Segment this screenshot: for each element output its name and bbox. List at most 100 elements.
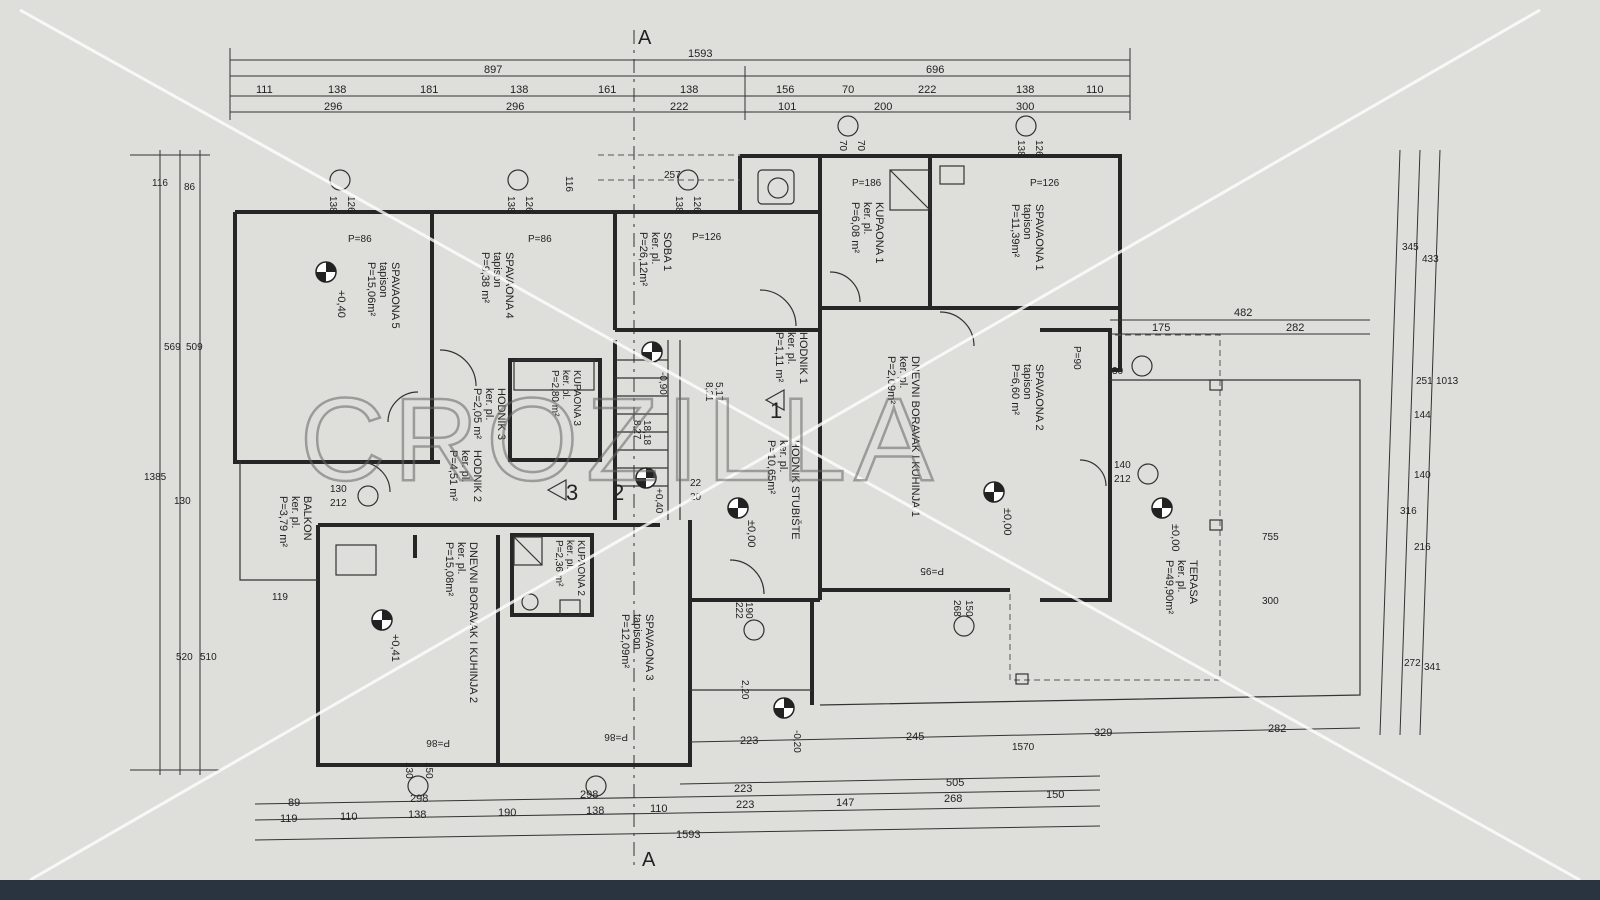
dim-label: 161 xyxy=(598,84,616,96)
dim-label: 282 xyxy=(1268,723,1286,735)
dim-label: 110 xyxy=(340,811,358,823)
dim-label: 341 xyxy=(1424,662,1441,673)
top-dimensions: 1593 897 696 111 138 181 138 161 138 156… xyxy=(229,48,1131,120)
dim-label: 1385 xyxy=(144,472,167,483)
dim-label: 282 xyxy=(1286,322,1304,334)
dim-label: 223 xyxy=(734,783,752,795)
walls xyxy=(233,154,1361,767)
section-mark-bottom: A xyxy=(642,849,656,871)
room-label: SPAVAONA 5 tapison P=15,06m² xyxy=(365,262,401,329)
dim-label: 268 xyxy=(944,793,962,805)
dim-label: 298 xyxy=(580,789,598,801)
svg-text:SPAVAONA 1: SPAVAONA 1 xyxy=(1033,204,1045,271)
svg-text:P=6,60 m²: P=6,60 m² xyxy=(1009,364,1021,415)
stair-level: +0,40 xyxy=(653,488,664,514)
stair-number: 2 xyxy=(612,480,624,505)
room-label: DNEVNI BORAVAK I KUHINJA 2 ker. pl. P=15… xyxy=(443,542,479,703)
svg-text:P=11,39m²: P=11,39m² xyxy=(1009,204,1021,258)
misc-label: 30 xyxy=(1112,366,1124,377)
svg-text:TERASA: TERASA xyxy=(1187,560,1199,605)
shower-icon xyxy=(513,359,595,391)
window-size: 70 xyxy=(837,140,848,152)
opening-label: P=86 xyxy=(348,234,372,245)
svg-text:P=4,51 m²: P=4,51 m² xyxy=(447,450,459,501)
window-size: 126 xyxy=(345,196,356,213)
svg-text:ker. pl.: ker. pl. xyxy=(1175,560,1187,592)
dim-top-right: 696 xyxy=(926,64,944,76)
svg-text:ker. pl.: ker. pl. xyxy=(861,202,873,234)
dim-label: 296 xyxy=(324,101,342,113)
watermark-text: CROZILLA xyxy=(300,374,941,506)
kitchen-counter-icon xyxy=(335,544,377,576)
window-size: 222 xyxy=(733,602,744,619)
opening-label: P=126 xyxy=(1030,178,1060,189)
svg-text:SPAVAONA 2: SPAVAONA 2 xyxy=(1033,364,1045,431)
sink-icon xyxy=(521,593,539,611)
dim-label: 316 xyxy=(1400,506,1417,517)
right-dimensions: 433 345 1013 251 144 140 316 216 272 341… xyxy=(1262,149,1459,736)
dim-label: 86 xyxy=(184,182,196,193)
svg-text:ker. pl.: ker. pl. xyxy=(785,332,797,364)
dim-label: 119 xyxy=(280,813,298,825)
dim-label: 181 xyxy=(420,84,438,96)
section-mark-top: A xyxy=(638,27,652,49)
svg-text:P=2,80 m²: P=2,80 m² xyxy=(549,370,560,417)
dim-label: 138 xyxy=(328,84,346,96)
dim-bottom-group: 505 xyxy=(946,777,964,789)
window-size: 126 xyxy=(691,196,702,213)
dim-label: 223 xyxy=(740,735,758,747)
room-label: KUPAONA 2 ker. pl. P=2,36 m² xyxy=(553,540,586,596)
dim-label: 130 xyxy=(174,496,191,507)
room-label: HODNIK 1 ker. pl. P=1,11 m² xyxy=(773,332,809,384)
svg-text:DNEVNI BORAVAK I KUHINJA 2: DNEVNI BORAVAK I KUHINJA 2 xyxy=(467,542,479,703)
dim-label: 245 xyxy=(906,731,924,743)
dim-label: 298 xyxy=(410,793,428,805)
dim-label: 433 xyxy=(1422,254,1439,265)
window-markers xyxy=(329,115,1159,797)
window-size-labels: 138 126 138 126 138 126 70 70 138 126 13… xyxy=(327,140,1131,779)
svg-text:P=3,79 m²: P=3,79 m² xyxy=(277,496,289,547)
left-dimensions: 116 86 569 509 1385 130 520 510 xyxy=(130,150,220,775)
svg-text:ker. pl.: ker. pl. xyxy=(455,542,467,574)
room-label: TERASA ker. pl. P=49,90m² xyxy=(1163,560,1199,614)
misc-label: 119 xyxy=(272,592,288,603)
dim-label: 345 xyxy=(1402,242,1419,253)
bottom-bar xyxy=(0,880,1600,900)
terrace-dimensions: 482 175 282 xyxy=(1110,307,1370,335)
svg-text:tapison: tapison xyxy=(1021,204,1033,239)
floor-plan-drawing: 1593 897 696 111 138 181 138 161 138 156… xyxy=(19,8,1581,882)
dim-label: 223 xyxy=(736,799,754,811)
svg-text:tapison: tapison xyxy=(631,614,643,649)
room-label: HODNIK 2 ker. pl. P=4,51 m² xyxy=(447,450,483,502)
dim-label: 755 xyxy=(1262,532,1279,543)
dim-label: 509 xyxy=(186,342,203,353)
shower-icon xyxy=(889,169,931,211)
svg-text:P=2,36 m²: P=2,36 m² xyxy=(553,540,564,587)
dim-label: 200 xyxy=(874,101,892,113)
dim-label: 510 xyxy=(200,652,217,663)
dim-top-total: 1593 xyxy=(688,48,712,60)
stair-tread: 18,18 xyxy=(641,420,652,445)
dim-label: 110 xyxy=(1086,84,1104,96)
level-label: ±0,00 xyxy=(745,520,757,547)
toilet-icon xyxy=(559,599,581,617)
dim-label: 138 xyxy=(408,809,426,821)
stair-arrow-icon xyxy=(546,478,567,502)
svg-text:P=2,09m²: P=2,09m² xyxy=(885,356,897,404)
window-size: 212 xyxy=(330,498,347,509)
room-label: KUPAONA 3 ker. pl. P=2,80 m² xyxy=(549,370,582,426)
bottom-dimensions: 505 1593 89 298 298 223 119 110 138 190 … xyxy=(254,775,1101,841)
dim-label: 329 xyxy=(1094,727,1112,739)
svg-text:tapison: tapison xyxy=(377,262,389,297)
svg-text:P=12,09m²: P=12,09m² xyxy=(619,614,631,668)
opening-label: P=186 xyxy=(852,178,882,189)
svg-text:P=9,38 m²: P=9,38 m² xyxy=(479,252,491,303)
svg-text:P=1,11 m²: P=1,11 m² xyxy=(773,332,785,383)
svg-text:P=26,12m²: P=26,12m² xyxy=(637,232,649,286)
dim-label: 89 xyxy=(288,797,300,809)
room-label: KUPAONA 1 ker. pl. P=6,08 m² xyxy=(849,202,885,264)
sanitary-fixtures xyxy=(335,165,965,617)
misc-labels: 257 116 119 30 2,20 xyxy=(272,170,1124,700)
dim-label: 482 xyxy=(1234,307,1252,319)
dim-label: 296 xyxy=(506,101,524,113)
